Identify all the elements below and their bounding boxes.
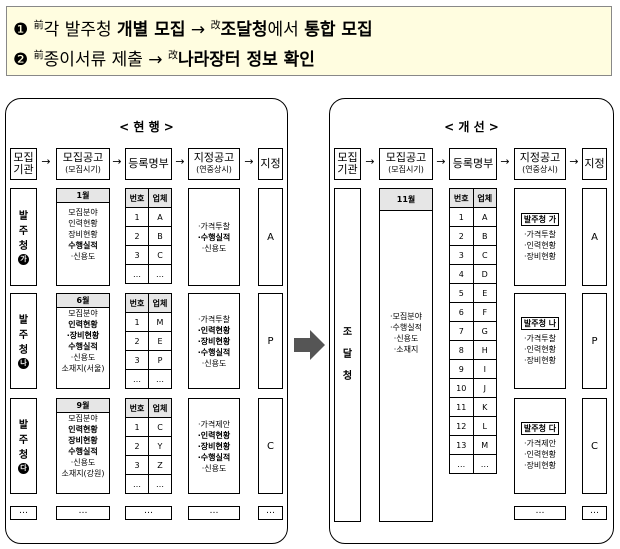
designation-box-2: ·가격투찰 ·인력현황 ·장비현황 ·수행실적 ·신용도 xyxy=(188,293,240,389)
before-header-registry: 등록명부 xyxy=(125,148,172,180)
before-header-designation-notice: 지정공고(연중상시) xyxy=(188,148,240,180)
designation-box-after-2: 발주청 나 ·가격투찰 ·인력현황 ·장비현황 xyxy=(514,293,566,389)
designated-box-after-3: C xyxy=(582,398,607,494)
designated-box-after-2: P xyxy=(582,293,607,389)
arrow-icon: → xyxy=(244,155,254,168)
notice-box-1: 1월 모집분야 인력현황 장비현황 수행실적 ·신용도 xyxy=(56,188,110,286)
notice-box-3: 9월 모집분야 인력현황 장비현황 수행실적 ·신용도 소재지(강원) xyxy=(56,398,110,494)
after-title: < 개 선 > xyxy=(444,120,499,134)
summary-line-2: ❷ 前종이서류 제출 → 改나라장터 정보 확인 xyxy=(13,50,315,70)
circle-mark-icon: 나 xyxy=(18,358,29,369)
before-header-notice: 모집공고(모집시기) xyxy=(56,148,110,180)
after-header-notice: 모집공고(모집시기) xyxy=(379,148,433,180)
arrow-icon: → xyxy=(569,155,579,168)
table-row: …… xyxy=(449,454,497,474)
arrow-icon: → xyxy=(175,155,185,168)
summary-box: ❶ 前각 발주청 개별 모집 → 改조달청에서 통합 모집 ❷ 前종이서류 제출… xyxy=(6,6,612,76)
transition-arrow-icon xyxy=(294,330,325,360)
bullet-2-icon: ❷ xyxy=(13,50,29,70)
designated-box-1: A xyxy=(258,188,283,286)
ellipsis: … xyxy=(125,506,172,520)
notice-box-2: 6월 모집분야 인력현황 ·장비현황 수행실적 ·신용도 소재지(서울) xyxy=(56,293,110,389)
arrow-icon: → xyxy=(185,20,211,40)
designated-box-2: P xyxy=(258,293,283,389)
circle-mark-icon: 다 xyxy=(18,463,29,474)
ellipsis: … xyxy=(258,506,283,520)
ellipsis: … xyxy=(56,506,110,520)
agency-tag: 발주청 나 xyxy=(520,316,560,330)
agency-tag: 발주청 가 xyxy=(520,212,560,226)
after-header-designation-notice: 지정공고(연중상시) xyxy=(514,148,566,180)
ellipsis: … xyxy=(10,506,37,520)
bullet-1-icon: ❶ xyxy=(13,20,29,40)
table-row: …… xyxy=(125,264,172,284)
before-header-designated: 지정 xyxy=(258,148,283,180)
designation-box-3: ·가격제안 ·인력현황 ·장비현황 ·수행실적 ·신용도 xyxy=(188,398,240,494)
table-row: …… xyxy=(125,474,172,494)
ellipsis: … xyxy=(582,506,607,520)
arrow-icon: → xyxy=(142,50,168,70)
arrow-icon: → xyxy=(500,155,510,168)
designation-box-after-1: 발주청 가 ·가격투찰 ·인력현황 ·장비현황 xyxy=(514,188,566,286)
arrow-icon: → xyxy=(436,155,446,168)
designated-box-after-1: A xyxy=(582,188,607,286)
ellipsis: … xyxy=(514,506,566,520)
notice-box-integrated: 11월 ·모집분야 ·수행실적 ·신용도 ·소재지 xyxy=(379,188,433,522)
after-header-designated: 지정 xyxy=(582,148,607,180)
table-row: …… xyxy=(125,369,172,389)
agency-tag: 발주청 다 xyxy=(520,421,560,435)
designated-box-3: C xyxy=(258,398,283,494)
summary-line-1: ❶ 前각 발주청 개별 모집 → 改조달청에서 통합 모집 xyxy=(13,20,373,40)
ellipsis: … xyxy=(188,506,240,520)
designation-box-1: ·가격투찰 ·수행실적 ·신용도 xyxy=(188,188,240,286)
designation-box-after-3: 발주청 다 ·가격제안 ·인력현황 ·장비현황 xyxy=(514,398,566,494)
arrow-icon: → xyxy=(112,155,122,168)
arrow-icon: → xyxy=(365,155,375,168)
arrow-icon: → xyxy=(41,155,51,168)
before-title: < 현 행 > xyxy=(119,120,174,134)
circle-mark-icon: 가 xyxy=(18,254,29,265)
after-header-registry: 등록명부 xyxy=(449,148,497,180)
